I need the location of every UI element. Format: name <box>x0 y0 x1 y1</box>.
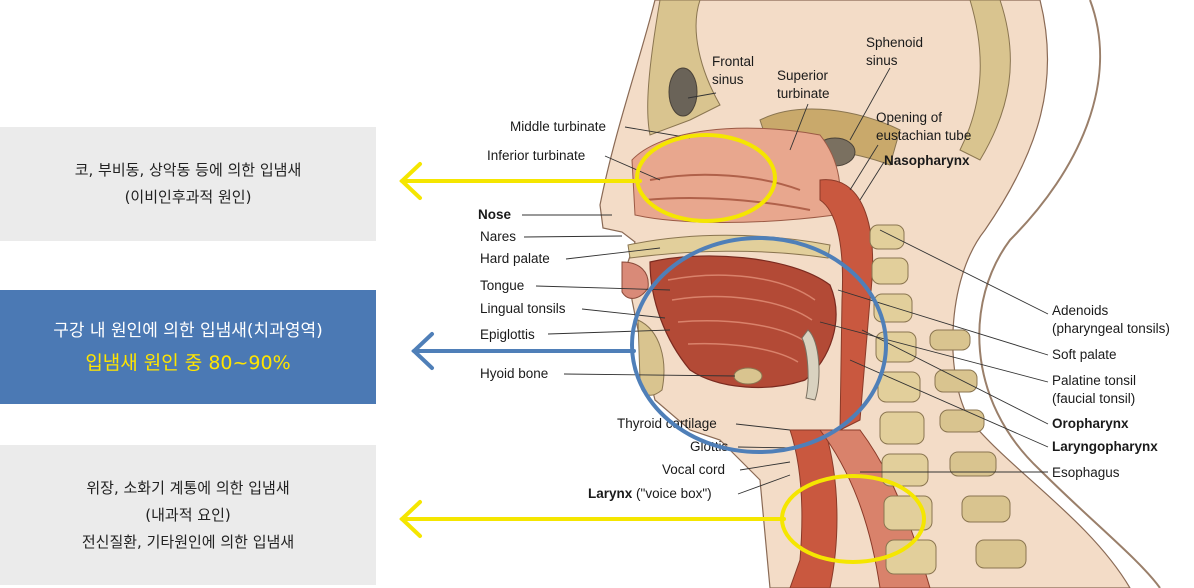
systemic-cause-subtitle: (내과적 요인) <box>145 505 231 524</box>
label-larynx: Larynx ("voice box") <box>588 486 712 501</box>
label-adenoids-2: (pharyngeal tonsils) <box>1052 321 1170 336</box>
systemic-cause-title: 위장, 소화기 계통에 의한 입냄새 <box>86 478 290 497</box>
label-lingual-tonsils: Lingual tonsils <box>480 301 566 316</box>
oral-highlight-ellipse <box>630 236 888 454</box>
label-nose: Nose <box>478 207 512 222</box>
label-opening-2: eustachian tube <box>876 128 971 143</box>
label-palatine-tonsil-2: (faucial tonsil) <box>1052 391 1135 406</box>
label-superior-turbinate-1: Superior <box>777 68 829 83</box>
label-tongue: Tongue <box>480 278 524 293</box>
label-laryngopharynx: Laryngopharynx <box>1052 439 1158 454</box>
label-palatine-tonsil-1: Palatine tonsil <box>1052 373 1136 388</box>
nasal-cause-subtitle: (이비인후과적 원인) <box>124 188 252 206</box>
leader-lines <box>522 67 1049 495</box>
label-epiglottis: Epiglottis <box>480 327 535 342</box>
label-hyoid-bone: Hyoid bone <box>480 366 548 381</box>
label-oropharynx: Oropharynx <box>1052 416 1129 431</box>
label-superior-turbinate-2: turbinate <box>777 86 830 101</box>
systemic-other-cause: 전신질환, 기타원인에 의한 입냄새 <box>81 532 295 551</box>
label-hard-palate: Hard palate <box>480 251 550 266</box>
nasal-cause-box: 코, 부비동, 상악동 등에 의한 입냄새 (이비인후과적 원인) <box>0 127 376 241</box>
arrow-oral <box>411 332 636 370</box>
label-middle-turbinate: Middle turbinate <box>510 119 606 134</box>
label-opening-1: Opening of <box>876 110 942 125</box>
systemic-cause-box: 위장, 소화기 계통에 의한 입냄새 (내과적 요인) 전신질환, 기타원인에 … <box>0 445 376 585</box>
label-larynx-note: ("voice box") <box>632 486 711 501</box>
label-thyroid-cartilage: Thyroid cartilage <box>617 416 717 431</box>
label-nasopharynx: Nasopharynx <box>884 153 970 168</box>
arrow-systemic <box>399 500 786 538</box>
nasal-highlight-ellipse <box>635 133 777 223</box>
label-glottis: Glottis <box>690 439 729 454</box>
label-sphenoid-2: sinus <box>866 53 898 68</box>
oral-cause-percentage: 입냄새 원인 중 80~90% <box>85 352 291 374</box>
anatomy-labels: Frontal sinus Superior turbinate Sphenoi… <box>478 35 1170 501</box>
arrow-nasal <box>399 162 642 200</box>
label-larynx-bold: Larynx <box>588 486 633 501</box>
label-frontal-1: Frontal <box>712 54 754 69</box>
label-frontal-2: sinus <box>712 72 744 87</box>
nasal-cause-title: 코, 부비동, 상악동 등에 의한 입냄새 <box>74 161 302 179</box>
label-esophagus: Esophagus <box>1052 465 1120 480</box>
label-vocal-cord: Vocal cord <box>662 462 725 477</box>
label-soft-palate: Soft palate <box>1052 347 1117 362</box>
label-adenoids-1: Adenoids <box>1052 303 1109 318</box>
label-sphenoid-1: Sphenoid <box>866 35 923 50</box>
oral-cause-box: 구강 내 원인에 의한 입냄새(치과영역) 입냄새 원인 중 80~90% <box>0 290 376 404</box>
label-nares: Nares <box>480 229 516 244</box>
label-inferior-turbinate: Inferior turbinate <box>487 148 585 163</box>
oral-cause-title: 구강 내 원인에 의한 입냄새(치과영역) <box>53 321 323 341</box>
